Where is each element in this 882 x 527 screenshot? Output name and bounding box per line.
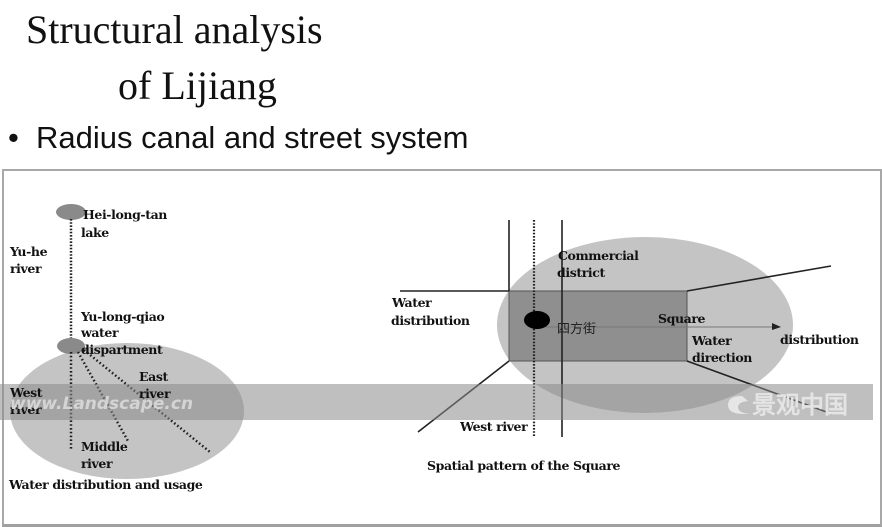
middle-river-label-1: Middle <box>81 439 128 454</box>
distribution-label: distribution <box>780 332 859 347</box>
yuhe-label-2: river <box>10 261 42 276</box>
left-caption: Water distribution and usage <box>8 477 203 492</box>
logo-swirl-icon <box>728 396 750 414</box>
watermark-logo-text: 景观中国 <box>752 391 848 419</box>
watermark-logo: 景观中国 <box>728 391 848 419</box>
watermark-band <box>0 384 873 420</box>
bullet-text: Radius canal and street system <box>36 120 469 155</box>
east-river-label-1: East <box>139 369 168 384</box>
west-river-label-2: river <box>10 402 42 417</box>
west-river-right-label: West river <box>459 419 528 434</box>
west-river-label-1: West <box>9 385 43 400</box>
bullet-point: • Radius canal and street system <box>8 120 469 156</box>
left-labels: Hei-long-tan lake Yu-he river Yu-long-qi… <box>8 207 203 492</box>
dispartment-label-2: water <box>80 325 119 340</box>
middle-river-label-2: river <box>81 456 113 471</box>
title-line-1: Structural analysis <box>26 7 323 52</box>
east-river-label-2: river <box>139 386 171 401</box>
dispartment-node-icon <box>57 338 85 354</box>
sifangjie-label: 四方街 <box>557 321 596 337</box>
right-diagram <box>400 220 833 437</box>
lake-label-2: lake <box>81 225 109 240</box>
street-diagonal-top-right <box>686 265 832 292</box>
lake-node-icon <box>56 204 86 220</box>
bullet-icon: • <box>8 120 19 155</box>
sifangjie-dot-icon <box>524 311 550 329</box>
water-distribution-label-2: distribution <box>391 313 470 328</box>
yuhe-label-1: Yu-he <box>9 244 48 259</box>
square-label: Square <box>658 311 706 326</box>
commercial-label-2: district <box>557 265 605 280</box>
dispartment-label-1: Yu-long-qiao <box>80 309 164 324</box>
right-labels: Commercial district Water distribution 四… <box>391 248 859 473</box>
commercial-label-1: Commercial <box>558 248 639 263</box>
title-line-2: of Lijiang <box>118 63 277 108</box>
water-direction-label-1: Water <box>691 333 732 348</box>
right-caption: Spatial pattern of the Square <box>427 458 621 473</box>
watermark-url: www.Landscape.cn <box>10 394 193 414</box>
arrow-head-icon <box>772 323 781 330</box>
water-direction-label-2: direction <box>692 350 752 365</box>
water-distribution-label-1: Water <box>391 295 432 310</box>
middle-river-line <box>76 351 130 442</box>
dispartment-label-3: dispartment <box>81 342 163 357</box>
lake-label-1: Hei-long-tan <box>83 207 167 222</box>
